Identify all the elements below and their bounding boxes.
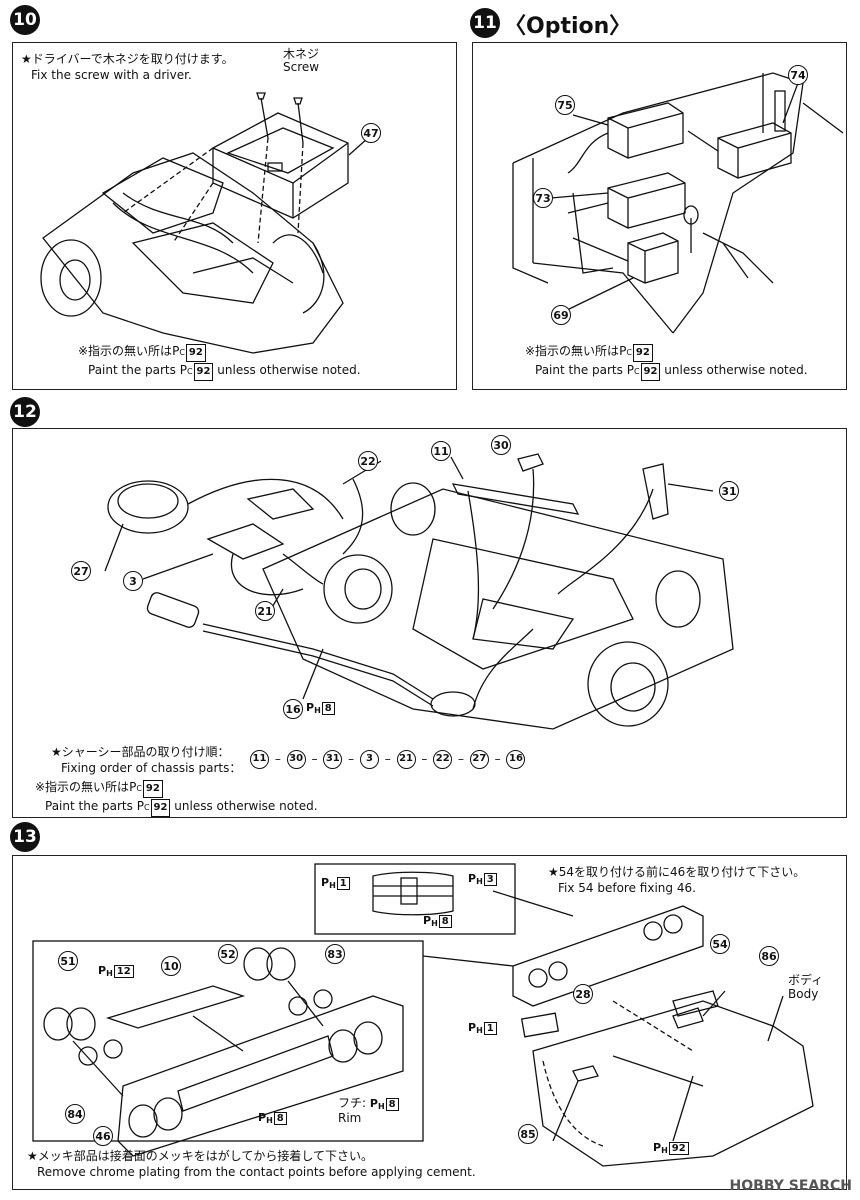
part-30: 30: [491, 435, 511, 455]
step-12-order-note: ★シャーシー部品の取り付け順： Fixing order of chassis …: [51, 745, 242, 775]
part-69: 69: [551, 305, 571, 325]
step-11-title: 〈Option〉: [504, 14, 632, 39]
step-13-fix-note: ★54を取り付ける前に46を取り付けて下さい。 Fix 54 before fi…: [548, 865, 806, 895]
part-74: 74: [788, 65, 808, 85]
part-21: 21: [255, 601, 275, 621]
body-label-en: Body: [788, 987, 819, 1001]
part-10: 10: [161, 956, 181, 976]
part-83: 83: [325, 944, 345, 964]
part-86: 86: [759, 946, 779, 966]
step-11-badge: 11: [470, 8, 500, 38]
part-54: 54: [710, 934, 730, 954]
part-27: 27: [71, 561, 91, 581]
step-13-illustration: [32, 863, 814, 1167]
part-75: 75: [555, 95, 575, 115]
step-12-illustration: [104, 453, 734, 730]
part-47: 47: [361, 123, 381, 143]
part-52: 52: [218, 944, 238, 964]
screw-label-jp: 木ネジ: [283, 47, 320, 61]
chassis-order-sequence: 11 – 30 – 31 – 3 – 21 – 22 – 27 – 16: [248, 750, 527, 769]
rim-label-en: Rim: [338, 1111, 362, 1125]
body-label-jp: ボディ: [788, 973, 824, 987]
part-85: 85: [518, 1124, 538, 1144]
step-10-panel: ★ドライバーで木ネジを取り付けます。 Fix the screw with a …: [12, 42, 457, 390]
part-11: 11: [431, 441, 451, 461]
step-13-chrome-note: ★メッキ部品は接着面のメッキをはがしてから接着して下さい。 Remove chr…: [27, 1149, 476, 1179]
hobby-search-watermark: HOBBY SEARCH: [729, 1178, 852, 1194]
part-16: 16: [283, 699, 303, 719]
step-11-illustration: [512, 72, 844, 334]
step-13-badge: 13: [10, 822, 40, 852]
part-46: 46: [93, 1126, 113, 1146]
step-10-note: ★ドライバーで木ネジを取り付けます。 Fix the screw with a …: [21, 52, 234, 82]
part-84: 84: [65, 1104, 85, 1124]
screw-label-en: Screw: [283, 60, 320, 74]
part-73: 73: [533, 188, 553, 208]
step-10-illustration: [40, 92, 369, 354]
part-22: 22: [358, 451, 378, 471]
part-3: 3: [123, 571, 143, 591]
step-10-badge: 10: [10, 5, 40, 35]
part-28: 28: [573, 984, 593, 1004]
step-12-badge: 12: [10, 397, 40, 427]
part-31: 31: [719, 481, 739, 501]
part-51: 51: [58, 951, 78, 971]
